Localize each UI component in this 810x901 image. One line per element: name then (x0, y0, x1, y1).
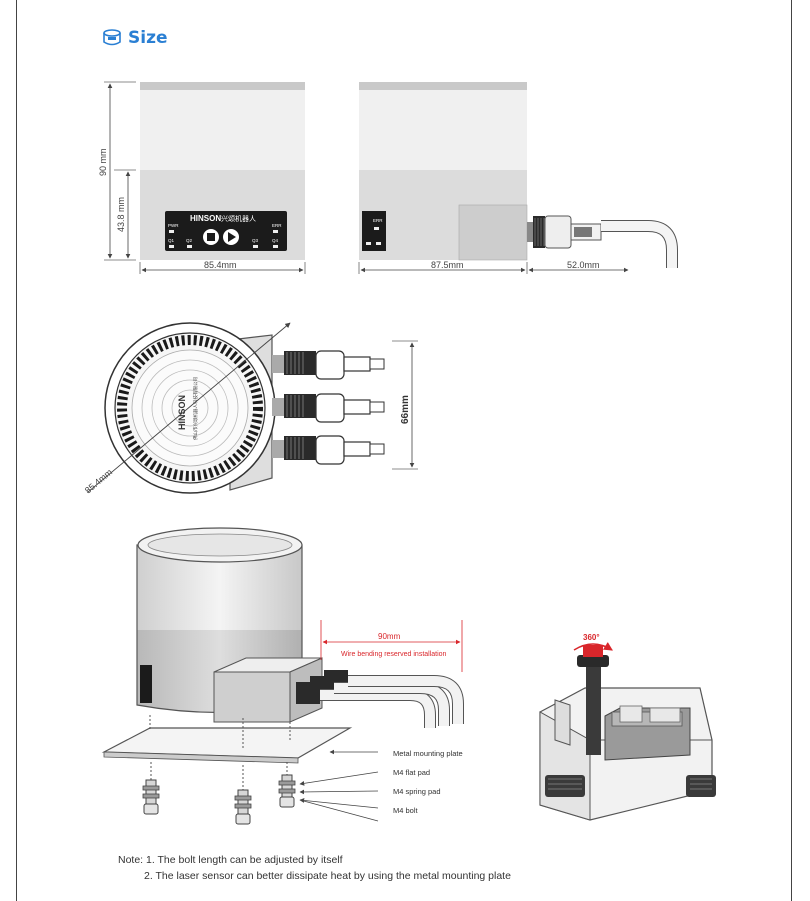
note-line-2: 2. The laser sensor can better dissipate… (144, 870, 511, 882)
top-vent-ring (117, 335, 263, 481)
install-cables (296, 670, 464, 728)
side-err-label: ERR (373, 218, 383, 223)
callout-plate: Metal mounting plate (393, 749, 463, 758)
bend-note: Wire bending reserved installation (341, 651, 447, 658)
side-connector-block (458, 204, 528, 261)
robot-sensor-mast (586, 665, 601, 755)
section-header: Size (102, 28, 168, 48)
top-connector-2 (272, 393, 385, 423)
side-view: ERR 87.5mm 52.0mm (358, 82, 678, 274)
panel-err-label: ERR (272, 223, 282, 228)
callout-spring-pad: M4 spring pad (393, 787, 441, 796)
bolt-left (142, 762, 160, 815)
section-title: Size (128, 28, 168, 48)
panel-q4-label: Q4 (272, 238, 279, 243)
dim-diameter: 85.4mm (83, 467, 114, 496)
side-connector-nut (533, 216, 545, 248)
dim-bend: 90mm (378, 632, 401, 641)
install-view: 90mm Wire bending reserved installation (101, 527, 464, 825)
dim-connectors: 66mm (400, 395, 411, 424)
dim-side-cable: 52.0mm (567, 260, 600, 270)
bolt-middle (234, 765, 252, 825)
led-err (273, 230, 278, 233)
top-brand-label: HINSON (177, 395, 187, 430)
robot-view: 360° (539, 633, 716, 821)
panel-q2-label: Q2 (186, 238, 193, 243)
front-view: HINSON 兴颂机器人 PWR ERR Q1 Q2 Q3 Q4 90 mm 4… (98, 81, 306, 274)
dim-front-width: 85.4mm (204, 260, 237, 270)
install-notes: Note: 1. The bolt length can be adjusted… (118, 852, 511, 884)
note-line-1: Note: 1. The bolt length can be adjusted… (118, 854, 343, 866)
bolt-right (278, 762, 296, 808)
panel-brand-cn: 兴颂机器人 (221, 214, 256, 223)
robot-wheel-left (545, 775, 585, 797)
top-view: HINSON 佛山市兴颂机器人科技有限公司 (83, 322, 418, 496)
install-connector-block (213, 671, 291, 723)
dim-height-lower: 43.8 mm (116, 197, 126, 232)
front-top-cap (140, 82, 305, 90)
callout-bolt: M4 bolt (393, 806, 419, 815)
robot-lidar (583, 645, 603, 657)
panel-q3-label: Q3 (252, 238, 259, 243)
top-company-label: 佛山市兴颂机器人科技有限公司 (192, 377, 199, 440)
dim-side-body: 87.5mm (431, 260, 464, 270)
front-upper-body (140, 90, 305, 170)
robot-wheel-right (686, 775, 716, 797)
page-border-right (791, 0, 792, 901)
rotation-label: 360° (583, 633, 600, 642)
top-connector-3 (272, 435, 385, 465)
page-border-left (16, 0, 17, 901)
panel-q1-label: Q1 (168, 238, 175, 243)
sensor-icon (103, 29, 121, 46)
side-panel-edge (362, 211, 386, 251)
panel-brand: HINSON (190, 214, 221, 223)
top-connector-1 (272, 350, 385, 380)
callout-flat-pad: M4 flat pad (393, 768, 430, 777)
panel-pwr-label: PWR (168, 223, 179, 228)
led-pwr (169, 230, 174, 233)
dim-height-total: 90 mm (98, 148, 108, 176)
